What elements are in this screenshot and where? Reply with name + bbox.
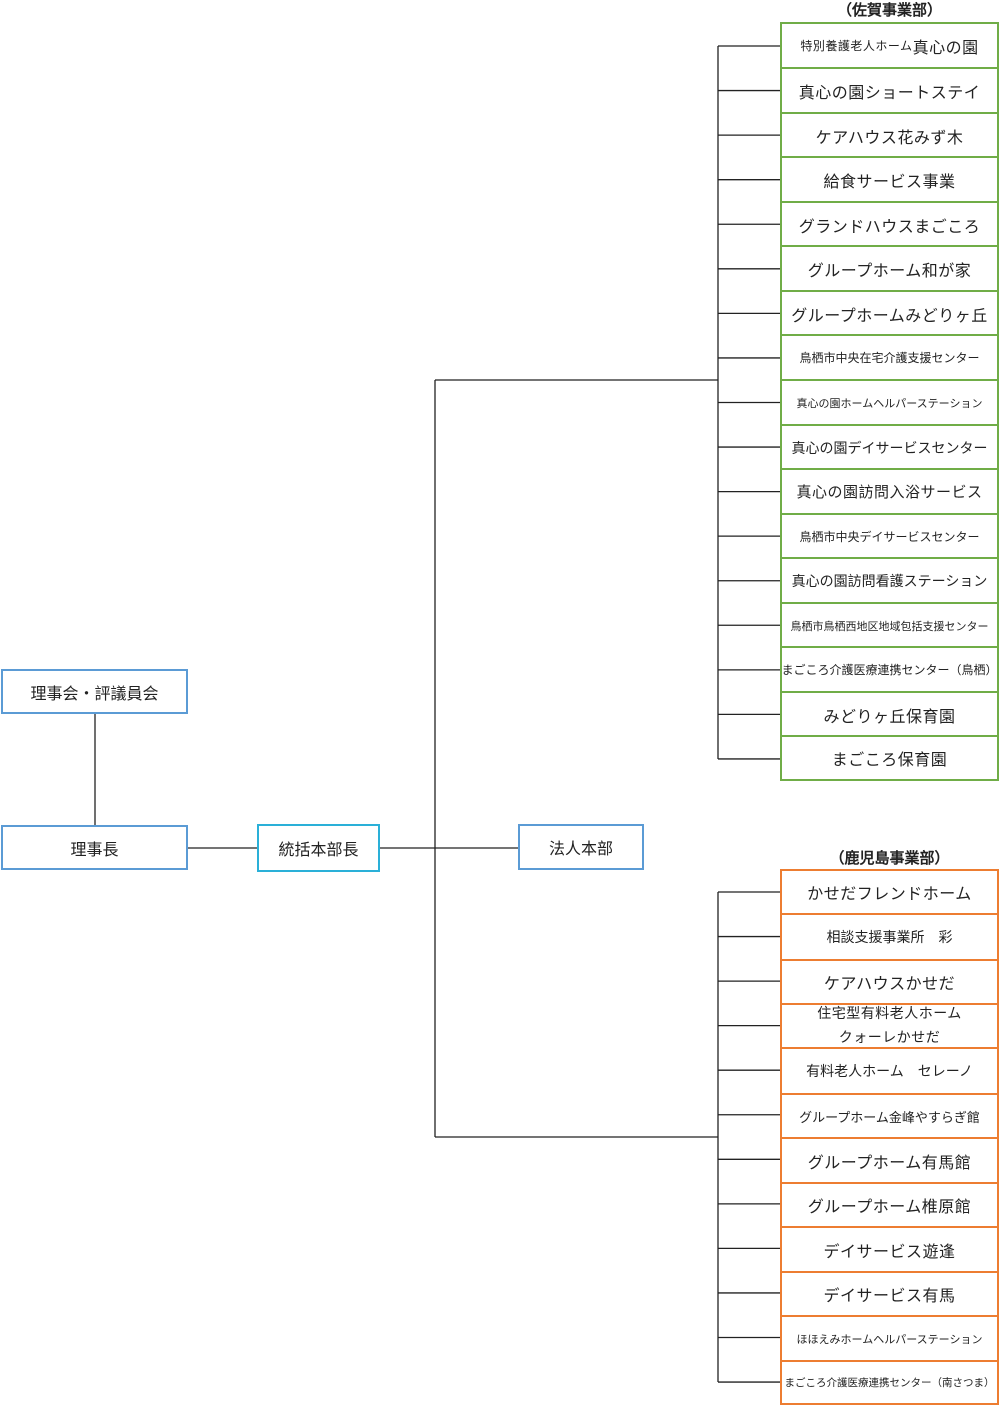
unit-label: 鳥栖市鳥栖西地区地域包括支援センター — [790, 619, 989, 633]
saga-unit: グランドハウスまごころ — [780, 201, 999, 248]
unit-label: グループホーム金峰やすらぎ館 — [799, 1110, 980, 1126]
saga-unit: 真心の園デイサービスセンター — [780, 424, 999, 471]
unit-label: グループホーム椎原館 — [807, 1197, 972, 1216]
unit-label: 有料老人ホーム セレーノ — [806, 1064, 973, 1080]
kagoshima-unit: かせだフレンドホーム — [780, 869, 999, 915]
unit-label: 鳥栖市中央デイサービスセンター — [799, 530, 980, 544]
kagoshima-unit: グループホーム椎原館 — [780, 1182, 999, 1228]
unit-label: 真心の園訪問入浴サービス — [796, 483, 983, 501]
saga-unit: 鳥栖市鳥栖西地区地域包括支援センター — [780, 602, 999, 649]
kagoshima-unit: ケアハウスかせだ — [780, 959, 999, 1005]
unit-label: デイサービス遊逢 — [823, 1241, 956, 1261]
saga-unit: まごころ保育園 — [780, 735, 999, 781]
chairman-box: 理事長 — [1, 825, 188, 870]
unit-label: 真心の園デイサービスセンター — [791, 440, 988, 457]
chairman-label: 理事長 — [70, 839, 119, 859]
unit-label: デイサービス有馬 — [823, 1286, 956, 1305]
saga-unit: みどりヶ丘保育園 — [780, 691, 999, 738]
unit-label: かせだフレンドホーム — [807, 884, 972, 903]
kagoshima-unit: デイサービス遊逢 — [780, 1226, 999, 1273]
unit-label: 真心の園訪問看護ステーション — [791, 573, 988, 590]
unit-label-line1: 住宅型有料老人ホーム — [817, 1006, 962, 1022]
unit-label: まごころ保育園 — [831, 750, 948, 769]
unit-label: 相談支援事業所 彩 — [826, 930, 953, 946]
unit-label: ケアハウス花みず木 — [815, 127, 964, 147]
saga-unit: 真心の園ホームヘルパーステーション — [780, 379, 999, 426]
unit-label: グループホーム有馬館 — [807, 1152, 972, 1172]
kagoshima-unit: ほほえみホームヘルパーステーション — [780, 1315, 999, 1362]
kagoshima-unit: 有料老人ホーム セレーノ — [780, 1047, 999, 1095]
unit-label: グランドハウスまごころ — [798, 216, 981, 236]
saga-unit: 真心の園ショートステイ — [780, 67, 999, 114]
saga-unit: 鳥栖市中央在宅介護支援センター — [780, 334, 999, 381]
general-director-box: 統括本部長 — [257, 824, 380, 872]
board-label: 理事会・評議員会 — [30, 683, 159, 703]
unit-label: ケアハウスかせだ — [823, 974, 956, 993]
unit-label: 真心の園 — [912, 37, 979, 57]
saga-unit: ケアハウス花みず木 — [780, 112, 999, 159]
kagoshima-division-title: （鹿児島事業部） — [829, 849, 950, 867]
kagoshima-unit: 住宅型有料老人ホーム クォーレかせだ — [780, 1003, 999, 1049]
unit-label: 真心の園ショートステイ — [798, 82, 981, 102]
unit-label: まごころ介護医療連携センター（鳥栖） — [781, 663, 998, 677]
kagoshima-unit: グループホーム金峰やすらぎ館 — [780, 1093, 999, 1139]
unit-label: グループホーム和が家 — [807, 260, 972, 280]
saga-division-title: （佐賀事業部） — [836, 1, 942, 19]
kagoshima-unit: デイサービス有馬 — [780, 1271, 999, 1317]
general-director-label: 統括本部長 — [278, 840, 359, 859]
kagoshima-unit: まごころ介護医療連携センター（南さつま） — [780, 1360, 999, 1405]
hq-label: 法人本部 — [548, 839, 613, 858]
unit-label: グループホームみどりヶ丘 — [791, 305, 988, 325]
kagoshima-unit: グループホーム有馬館 — [780, 1137, 999, 1184]
unit-label: まごころ介護医療連携センター（南さつま） — [784, 1377, 995, 1389]
unit-label: ほほえみホームヘルパーステーション — [796, 1332, 983, 1346]
hq-box: 法人本部 — [518, 824, 644, 870]
saga-unit: 鳥栖市中央デイサービスセンター — [780, 513, 999, 560]
saga-unit: 給食サービス事業 — [780, 156, 999, 203]
saga-unit: グループホームみどりヶ丘 — [780, 290, 999, 337]
saga-unit: 特別養護老人ホーム真心の園 — [780, 22, 999, 69]
saga-unit: まごころ介護医療連携センター（鳥栖） — [780, 646, 999, 693]
board-box: 理事会・評議員会 — [1, 669, 188, 714]
unit-label-line2: クォーレかせだ — [838, 1030, 941, 1046]
unit-label: 給食サービス事業 — [823, 171, 956, 191]
unit-label: 鳥栖市中央在宅介護支援センター — [799, 351, 980, 365]
saga-unit: グループホーム和が家 — [780, 245, 999, 292]
unit-prefix: 特別養護老人ホーム — [800, 39, 913, 53]
unit-label: みどりヶ丘保育園 — [823, 706, 956, 726]
saga-unit: 真心の園訪問入浴サービス — [780, 468, 999, 515]
kagoshima-unit: 相談支援事業所 彩 — [780, 913, 999, 961]
saga-unit: 真心の園訪問看護ステーション — [780, 557, 999, 604]
unit-label: 真心の園ホームヘルパーステーション — [796, 396, 983, 410]
